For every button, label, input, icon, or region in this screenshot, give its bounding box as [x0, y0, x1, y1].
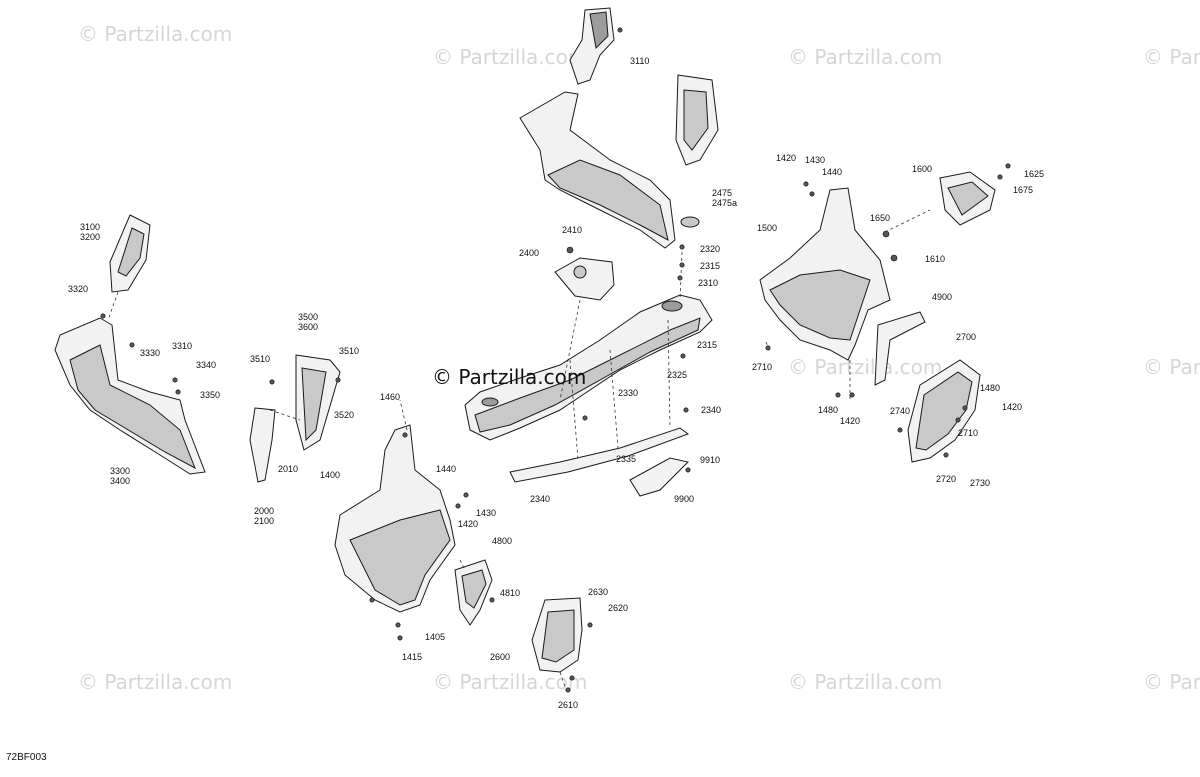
callout-1420c: 1420 [1002, 402, 1023, 412]
callout-1480b: 1480 [818, 405, 839, 415]
callout-2630: 2630 [588, 587, 609, 597]
callout-2340a: 2340 [701, 405, 722, 415]
callout-2700: 2700 [956, 332, 977, 342]
callout-1400: 1400 [320, 470, 341, 480]
callout-4810: 4810 [500, 588, 521, 598]
callout-1500: 1500 [757, 223, 778, 233]
part-4800 [454, 559, 493, 626]
callout-1440b: 1440 [436, 464, 457, 474]
callout-2600: 2600 [490, 652, 511, 662]
part-4900 [874, 311, 926, 386]
callout-3310: 3310 [172, 341, 193, 351]
callout-2410: 2410 [562, 225, 583, 235]
callout-3340: 3340 [196, 360, 217, 370]
callout-2335: 2335 [616, 454, 637, 464]
leader-lines [107, 209, 931, 691]
callout-1460: 1460 [380, 392, 401, 402]
callout-1420a: 1420 [776, 153, 797, 163]
callout-1430b: 1430 [476, 508, 497, 518]
watermark: © Partzilla.com [433, 670, 588, 694]
fasteners [100, 27, 1011, 693]
watermark: © Partzilla.com [1143, 355, 1200, 379]
callout-1675: 1675 [1013, 185, 1034, 195]
watermark: © Partzilla.com [788, 45, 943, 69]
part-upper-crossmember [519, 91, 676, 249]
callout-2330: 2330 [618, 388, 639, 398]
center-watermark: © Partzilla.com [432, 365, 587, 389]
watermark: © Partzilla.com [788, 355, 943, 379]
watermark: © Partzilla.com [78, 670, 233, 694]
callout-9900: 9900 [674, 494, 695, 504]
callout-1600: 1600 [912, 164, 933, 174]
callout-2710a: 2710 [752, 362, 773, 372]
callout-3510b: 3510 [339, 346, 360, 356]
part-2600 [531, 597, 583, 673]
part-2330-support [509, 427, 690, 483]
callout-4800: 4800 [492, 536, 513, 546]
callout-1625: 1625 [1024, 169, 1045, 179]
diagram-code: 72BF003 [6, 752, 47, 763]
part-3500-pillar [295, 354, 341, 451]
callout-1610: 1610 [925, 254, 946, 264]
part-2700 [907, 359, 981, 463]
part-1500 [759, 187, 891, 361]
callout-2315a: 2315 [700, 261, 721, 271]
callout-2720: 2720 [936, 474, 957, 484]
watermark: © Partzilla.com [78, 22, 233, 46]
callout-1415: 1415 [402, 652, 423, 662]
callout-2320: 2320 [700, 244, 721, 254]
part-1400 [334, 424, 456, 613]
callout-9910: 9910 [700, 455, 721, 465]
callout-4900: 4900 [932, 292, 953, 302]
watermark: © Partzilla.com [433, 45, 588, 69]
callout-2315b: 2315 [697, 340, 718, 350]
callout-3320: 3320 [68, 284, 89, 294]
callout-3330: 3330 [140, 348, 161, 358]
callout-3350: 3350 [200, 390, 221, 400]
callout-1405: 1405 [425, 632, 446, 642]
part-9900 [629, 457, 689, 497]
callout-2740: 2740 [890, 406, 911, 416]
part-upper-side-panel [675, 74, 719, 166]
callout-2475: 2475 2475a [712, 188, 738, 208]
watermark: © Partzilla.com [1143, 670, 1200, 694]
callout-2710b: 2710 [958, 428, 979, 438]
callout-2400: 2400 [519, 248, 540, 258]
callout-3110: 3110 [630, 56, 650, 66]
part-2400 [554, 257, 615, 301]
callout-1430a: 1430 [805, 155, 826, 165]
callout-3300: 3300 3400 [110, 466, 131, 486]
part-2000 [249, 407, 276, 483]
callout-2010: 2010 [278, 464, 299, 474]
callout-2310: 2310 [698, 278, 719, 288]
callout-1440a: 1440 [822, 167, 843, 177]
callout-1420d: 1420 [840, 416, 861, 426]
callout-3510a: 3510 [250, 354, 271, 364]
callout-3500: 3500 3600 [298, 312, 319, 332]
watermark: © Partzilla.com [1143, 45, 1200, 69]
part-1600 [939, 171, 996, 226]
callout-2610: 2610 [558, 700, 579, 710]
part-3100 [109, 214, 151, 293]
part-center-tunnel [464, 294, 713, 441]
part-3300-rocker [54, 317, 206, 475]
part-2475 [680, 216, 700, 228]
watermark: © Partzilla.com [788, 670, 943, 694]
callout-1420b: 1420 [458, 519, 479, 529]
callout-2730: 2730 [970, 478, 991, 488]
callout-1650: 1650 [870, 213, 891, 223]
callout-2340b: 2340 [530, 494, 551, 504]
part-3110-bracket [569, 7, 615, 85]
callout-3100: 3100 3200 [80, 222, 101, 242]
callout-2620: 2620 [608, 603, 629, 613]
callout-3520: 3520 [334, 410, 355, 420]
callout-2000: 2000 2100 [254, 506, 275, 526]
callout-2325: 2325 [667, 370, 688, 380]
callout-1480a: 1480 [980, 383, 1001, 393]
